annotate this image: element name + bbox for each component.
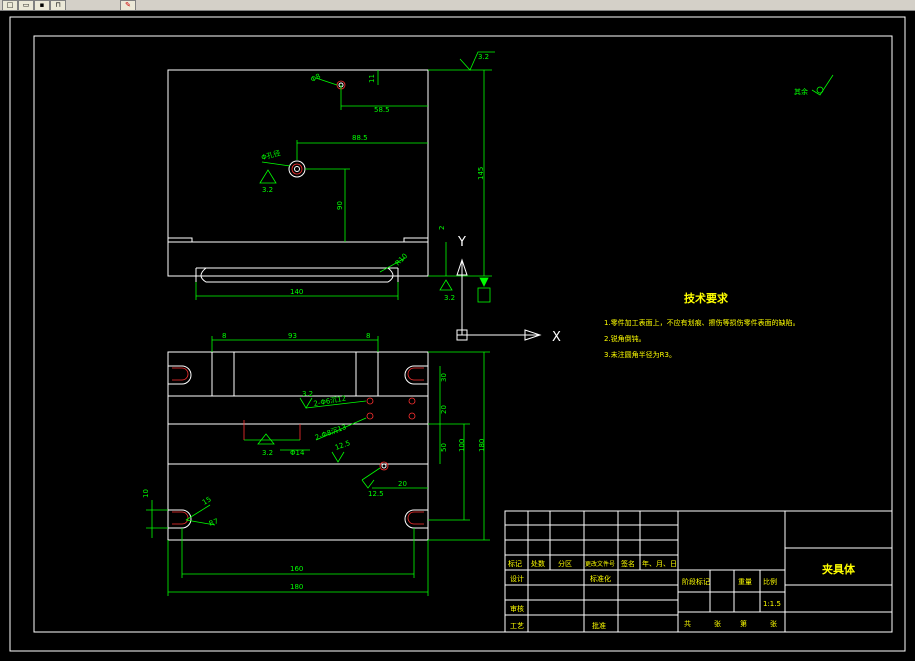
dim-140: 140 — [290, 288, 303, 296]
axis-y-label: Y — [457, 235, 466, 250]
front-view: 8 93 8 30 20 50 100 180 3.2 2-Φ6沉12 2-Φ8… — [142, 332, 490, 596]
outer-frame — [9, 16, 906, 652]
save-file-icon[interactable]: ▪ — [34, 0, 50, 11]
sheet-unit-1: 张 — [714, 619, 721, 628]
scale-label: 比例 — [763, 577, 777, 586]
hole-label: Φ孔径 — [260, 148, 281, 162]
tech-title: 技术要求 — [684, 291, 729, 305]
print-icon[interactable]: ⊓ — [50, 0, 66, 11]
tech-requirements: 技术要求 1.零件加工表面上，不应有划痕、擦伤等损伤零件表面的缺陷。 2.锐角倒… — [604, 291, 800, 359]
dim-20: 20 — [440, 405, 448, 414]
dim-145: 145 — [477, 167, 485, 180]
hdr-date: 年、月、日 — [642, 559, 677, 568]
part-name: 夹具体 — [822, 562, 856, 576]
dim-d14: Φ14 — [290, 449, 305, 457]
dim-2: 2 — [438, 226, 446, 230]
title-block: 标记 处数 分区 更改文件号 签名 年、月、日 设计 标准化 审核 工艺 批准 … — [504, 510, 893, 633]
row-standard: 标准化 — [590, 574, 611, 583]
tech-item-1: 1.零件加工表面上，不应有划痕、擦伤等损伤零件表面的缺陷。 — [604, 318, 800, 327]
axis-indicator: X Y — [456, 235, 561, 345]
dim-30: 30 — [440, 373, 448, 382]
hdr-change-doc: 更改文件号 — [585, 560, 615, 568]
weight-label: 重量 — [738, 578, 752, 586]
dim-11: 11 — [368, 74, 376, 83]
dim-90: 90 — [336, 201, 344, 210]
row-design: 设计 — [510, 574, 524, 583]
cad-drawing: 3.2 Φ8 11 58.5 88.5 145 90 R10 140 2 Φ孔径… — [9, 16, 906, 652]
top-view: 3.2 Φ8 11 58.5 88.5 145 90 R10 140 2 Φ孔径… — [167, 51, 834, 303]
rough-b: 3.2 — [444, 294, 455, 302]
hole-2-d8: 2-Φ8沉13 — [314, 423, 348, 442]
dim-58-5: 58.5 — [374, 106, 390, 114]
dim-15: 15 — [201, 495, 213, 506]
dim-8b: 8 — [366, 332, 370, 340]
tech-item-2: 2.锐角倒钝。 — [604, 334, 646, 343]
paint-icon[interactable]: ✎ — [120, 0, 136, 11]
new-file-icon[interactable]: □ — [2, 0, 18, 11]
hdr-count: 处数 — [531, 559, 545, 568]
axis-x-label: X — [552, 330, 561, 345]
sheet-unit-2: 张 — [770, 619, 777, 628]
row-check: 审核 — [510, 604, 524, 613]
tech-item-3: 3.未注圆角半径为R3。 — [604, 350, 676, 359]
dim-r10: R10 — [394, 252, 409, 267]
dim-180: 180 — [478, 439, 486, 452]
rough-front-2: 3.2 — [262, 449, 273, 457]
dim-d8: Φ8 — [309, 72, 321, 83]
dim-50: 50 — [440, 443, 448, 452]
rest-label: 其余 — [794, 87, 808, 96]
hdr-mark: 标记 — [508, 559, 522, 568]
dim-100: 100 — [458, 439, 466, 452]
dim-r7: R7 — [208, 517, 220, 528]
rough-front-3: 12.5 — [334, 439, 351, 452]
row-process: 工艺 — [510, 622, 524, 630]
dim-10-left: 10 — [142, 489, 150, 498]
dim-93: 93 — [288, 332, 297, 340]
sheet-no: 第 — [740, 619, 747, 628]
hdr-zone: 分区 — [558, 559, 572, 568]
rough-a: 3.2 — [262, 186, 273, 194]
rough-front-1: 3.2 — [302, 390, 313, 398]
dim-180-h: 180 — [290, 583, 303, 591]
inner-frame — [33, 35, 893, 633]
drawing-canvas[interactable]: 3.2 Φ8 11 58.5 88.5 145 90 R10 140 2 Φ孔径… — [0, 11, 915, 657]
sheet-total: 共 — [684, 619, 691, 628]
dim-20b: 20 — [398, 480, 407, 488]
dim-8a: 8 — [222, 332, 226, 340]
hdr-sign: 签名 — [621, 559, 635, 568]
dim-88-5: 88.5 — [352, 134, 368, 142]
row-approve: 批准 — [592, 621, 606, 630]
dim-3-2-top: 3.2 — [478, 53, 489, 61]
scale-value: 1:1.5 — [763, 600, 781, 608]
toolbar: □ ▭ ▪ ⊓ ✎ — [0, 0, 915, 11]
stage-mark: 阶段标记 — [682, 577, 710, 586]
rough-front-4: 12.5 — [368, 490, 384, 498]
open-file-icon[interactable]: ▭ — [18, 0, 34, 11]
dim-160: 160 — [290, 565, 303, 573]
